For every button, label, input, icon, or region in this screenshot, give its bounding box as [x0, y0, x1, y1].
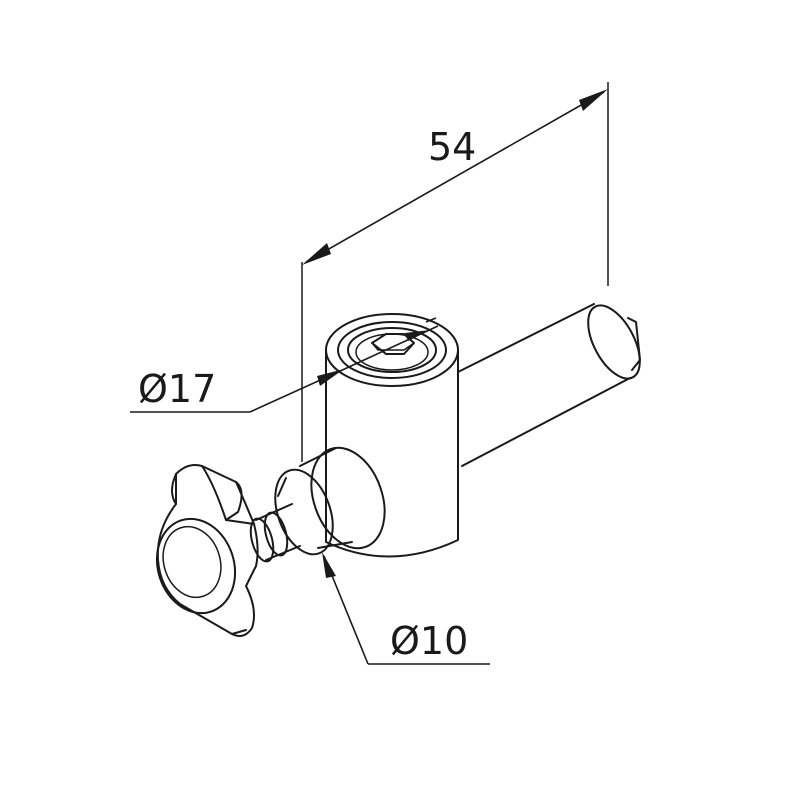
dimension-length: 54 — [301, 82, 609, 462]
arrowhead-head — [317, 369, 344, 386]
cylinder-body — [325, 313, 459, 558]
t-nut-head — [155, 464, 259, 637]
screw-neck — [249, 503, 301, 563]
dimension-line-length — [305, 91, 605, 263]
dimension-head-diameter: Ø17 — [130, 325, 439, 413]
side-shank — [274, 446, 386, 556]
arrowhead-right — [579, 89, 608, 111]
arrowhead-shank — [322, 552, 336, 578]
dimension-text-head: Ø17 — [138, 367, 216, 411]
arrowhead-left — [302, 243, 331, 265]
dimension-text-shank: Ø10 — [390, 619, 468, 663]
dimension-shank-diameter: Ø10 — [322, 552, 490, 665]
dimension-text-length: 54 — [428, 125, 476, 169]
pin-rod — [457, 303, 641, 467]
